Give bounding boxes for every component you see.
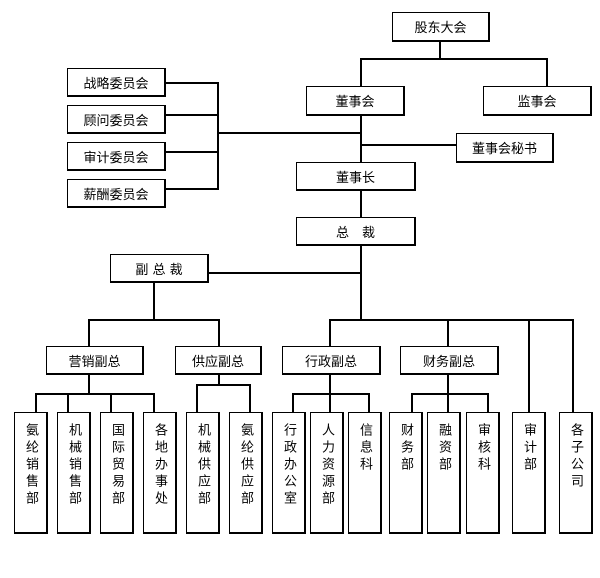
department-label: 国际贸易部	[109, 423, 124, 508]
node-department: 国际贸易部	[100, 412, 134, 534]
node-department: 氨纶销售部	[14, 412, 48, 534]
connector	[360, 58, 362, 88]
connector	[360, 245, 362, 320]
department-label: 氨纶供应部	[238, 423, 253, 508]
connector	[249, 384, 251, 413]
node-vp: 行政副总	[282, 346, 381, 375]
connector	[35, 393, 37, 413]
node-department: 各子公司	[559, 412, 593, 534]
node-department: 人力资源部	[310, 412, 344, 534]
connector	[35, 393, 155, 395]
department-label: 审核科	[475, 423, 490, 474]
connector	[292, 393, 370, 395]
node-department: 审核科	[466, 412, 500, 534]
connector	[528, 319, 530, 413]
node-committee: 顾问委员会	[67, 105, 166, 134]
connector	[166, 114, 218, 116]
department-label: 氨纶销售部	[23, 423, 38, 508]
node-department: 信息科	[348, 412, 382, 534]
node-board: 董事会	[306, 86, 405, 116]
connector	[411, 393, 489, 395]
connector	[217, 82, 219, 190]
node-committee: 战略委员会	[67, 68, 166, 97]
connector	[447, 319, 449, 347]
connector	[208, 272, 362, 274]
node-committee: 审计委员会	[67, 142, 166, 171]
node-department: 机械销售部	[57, 412, 91, 534]
department-label: 机械销售部	[66, 423, 81, 508]
connector	[487, 393, 489, 413]
connector	[329, 319, 331, 347]
connector	[360, 144, 456, 146]
connector	[360, 58, 548, 60]
connector	[360, 189, 362, 219]
connector	[439, 40, 441, 60]
department-label: 行政办公室	[281, 423, 296, 508]
node-vp: 营销副总	[46, 346, 144, 375]
department-label: 机械供应部	[195, 423, 210, 508]
connector	[153, 393, 155, 413]
connector	[166, 151, 218, 153]
node-department: 行政办公室	[272, 412, 306, 534]
connector	[110, 393, 112, 413]
node-shareholders: 股东大会	[392, 12, 490, 42]
node-vp: 供应副总	[175, 346, 262, 375]
connector	[88, 319, 90, 347]
node-department: 审计部	[512, 412, 546, 534]
connector	[153, 281, 155, 320]
node-committee: 薪酬委员会	[67, 179, 166, 208]
node-department: 各地办事处	[143, 412, 177, 534]
connector	[166, 188, 218, 190]
node-president: 总 裁	[296, 217, 416, 246]
department-label: 信息科	[357, 423, 372, 474]
connector	[196, 384, 251, 386]
connector	[218, 319, 220, 347]
connector	[88, 374, 90, 394]
connector	[546, 58, 548, 88]
connector	[329, 319, 574, 321]
node-supervisory: 监事会	[483, 86, 592, 116]
node-vice-president: 副 总 裁	[110, 254, 209, 283]
node-vp: 财务副总	[400, 346, 499, 375]
connector	[218, 374, 220, 385]
connector	[411, 393, 413, 413]
department-label: 各地办事处	[152, 423, 167, 508]
department-label: 财务部	[398, 423, 413, 474]
connector	[360, 114, 362, 164]
connector	[572, 319, 574, 413]
connector	[88, 319, 220, 321]
node-board-secretary: 董事会秘书	[456, 133, 554, 163]
connector	[292, 393, 294, 413]
node-department: 融资部	[427, 412, 461, 534]
connector	[368, 393, 370, 413]
connector	[196, 384, 198, 413]
connector	[217, 132, 362, 134]
node-department: 财务部	[389, 412, 423, 534]
department-label: 审计部	[521, 423, 536, 474]
department-label: 融资部	[436, 423, 451, 474]
node-chairman: 董事长	[296, 162, 416, 191]
department-label: 人力资源部	[319, 423, 334, 508]
connector	[67, 393, 69, 413]
node-department: 氨纶供应部	[229, 412, 263, 534]
connector	[166, 82, 218, 84]
department-label: 各子公司	[568, 423, 583, 491]
node-department: 机械供应部	[186, 412, 220, 534]
